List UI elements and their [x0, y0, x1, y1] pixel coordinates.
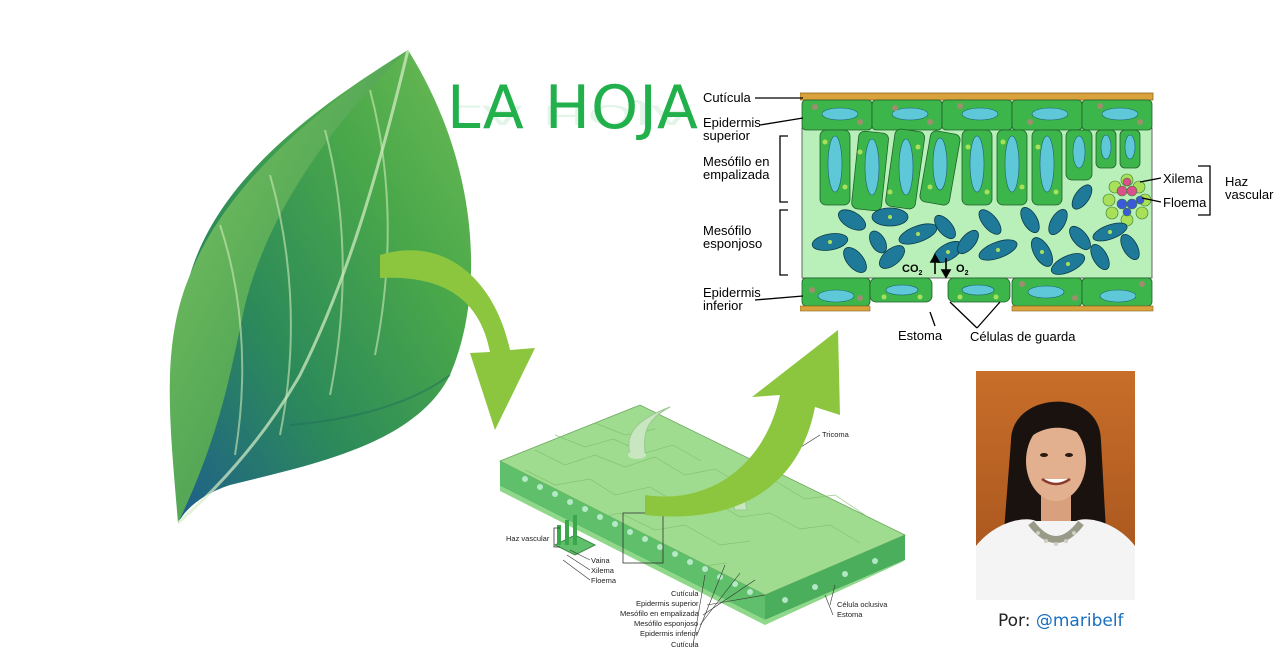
label-mesofilo-esponjoso-1: Mesófilo: [703, 223, 752, 238]
label-co2: CO2: [902, 263, 923, 278]
cross-section-diagram: [800, 92, 1154, 312]
label-xilema: Xilema: [1163, 171, 1203, 186]
label-epidermis-superior-2: superior: [703, 128, 750, 143]
label-epidermis-inferior-1: Epidermis: [703, 285, 761, 300]
cross-section-leaders: [754, 97, 1211, 329]
label-epidermis-inferior-2: inferior: [703, 298, 743, 313]
block-label-tricoma: Tricoma: [822, 430, 849, 439]
block-label-xilema: Xilema: [591, 566, 614, 575]
label-floema: Floema: [1163, 195, 1207, 210]
author-photo: [976, 371, 1135, 600]
label-o2: O2: [956, 263, 969, 278]
label-haz-vascular-1: Haz: [1225, 174, 1249, 189]
label-mesofilo-esponjoso-2: esponjoso: [703, 236, 763, 251]
label-mesofilo-empalizada-2: empalizada: [703, 167, 770, 182]
block-bracket: [553, 527, 560, 548]
title-reflection: LA HOJA: [447, 98, 692, 131]
label-haz-vascular-2: vascular: [1225, 187, 1274, 202]
block-label-floema: Floema: [591, 576, 617, 585]
credit-prefix: Por:: [998, 611, 1036, 631]
label-mesofilo-empalizada-1: Mesófilo en: [703, 154, 770, 169]
block-label-layer-1: Epidermis superior: [636, 599, 699, 608]
block-label-layer-2: Mesófilo en empalizada: [620, 609, 699, 618]
page-title: LA HOJA: [447, 73, 699, 143]
label-estoma: Estoma: [898, 328, 943, 343]
block-label-haz-vascular: Haz vascular: [506, 534, 550, 543]
block-label-layer-3: Mesófilo esponjoso: [634, 619, 699, 628]
block-label-vaina: Vaina: [591, 556, 610, 565]
leaf-icon: [169, 49, 472, 525]
block-label-layer-5: Cutícula: [671, 640, 699, 649]
label-celulas-guarda: Células de guarda: [970, 329, 1076, 344]
author-handle-link[interactable]: @maribelf: [1035, 611, 1124, 631]
block-label-layer-0: Cutícula: [671, 589, 699, 598]
curved-arrow-down-icon: [380, 250, 535, 430]
block-label-celula-oclusiva: Célula oclusiva: [837, 600, 888, 609]
label-cuticula: Cutícula: [703, 90, 751, 105]
label-epidermis-superior-1: Epidermis: [703, 115, 761, 130]
author-credit: Por: @maribelf: [998, 611, 1124, 631]
block-label-layer-4: Epidermis inferior: [640, 629, 699, 638]
block-label-estoma: Estoma: [837, 610, 863, 619]
curved-arrow-up-icon: [645, 330, 840, 517]
